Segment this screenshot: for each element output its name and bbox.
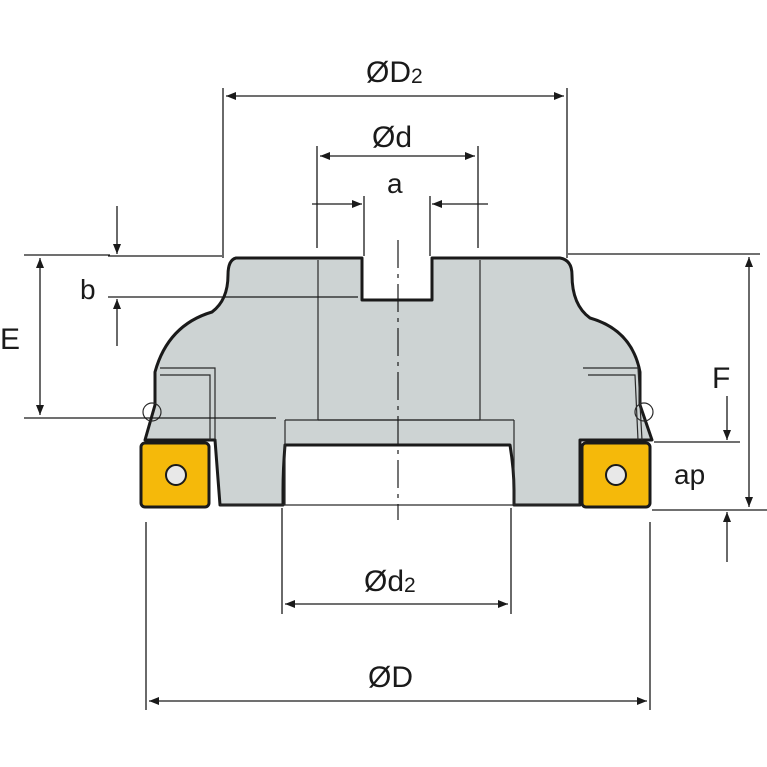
label-E: E	[0, 323, 20, 356]
left-pocket	[160, 367, 216, 440]
insert-left	[139, 441, 211, 509]
dim-E: E	[0, 254, 276, 419]
insert-left-hole	[165, 464, 187, 486]
label-d2: Ød2	[364, 565, 416, 598]
label-ap: ap	[674, 459, 705, 490]
dim-ap: ap	[654, 396, 740, 562]
dim-b: b	[80, 206, 358, 346]
label-d: Ød	[372, 121, 412, 154]
dim-D: ØD	[145, 522, 651, 710]
dim-d2: Ød2	[281, 508, 512, 614]
insert-right	[580, 441, 652, 509]
label-a: a	[387, 168, 403, 199]
dim-d: Ød	[316, 121, 479, 248]
label-D: ØD	[368, 661, 413, 694]
dim-D2: ØD2	[222, 56, 568, 258]
label-F: F	[712, 362, 730, 395]
left-screw	[142, 402, 162, 422]
right-pocket	[583, 367, 643, 441]
label-D2: ØD2	[366, 56, 423, 89]
insert-right-hole	[605, 464, 627, 486]
dim-F: F	[568, 253, 767, 511]
dim-a: a	[312, 168, 488, 256]
label-b: b	[80, 274, 96, 305]
right-screw	[634, 402, 654, 422]
